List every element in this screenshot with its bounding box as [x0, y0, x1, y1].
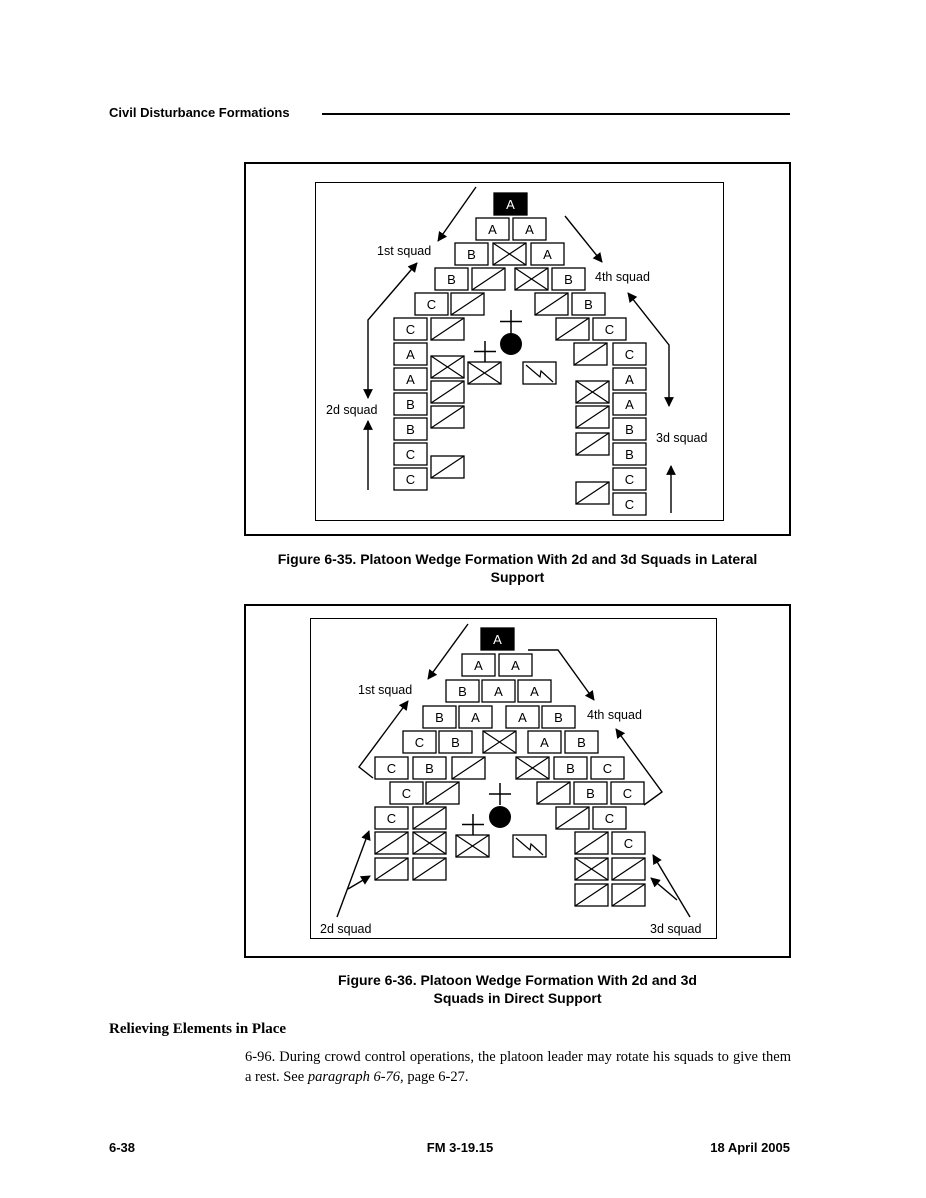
paragraph-6-96: 6-96. During crowd control operations, t…	[245, 1047, 791, 1087]
running-header: Civil Disturbance Formations	[109, 105, 290, 120]
paragraph-text: 6-96. During crowd control operations, t…	[245, 1049, 791, 1085]
footer-manual: FM 3-19.15	[426, 1140, 494, 1155]
section-heading: Relieving Elements in Place	[109, 1021, 287, 1037]
paragraph-text: page 6-27.	[403, 1069, 469, 1085]
footer-date: 18 April 2005	[710, 1140, 790, 1155]
paragraph-reference: paragraph 6-76,	[307, 1069, 404, 1085]
caption-line: Support	[490, 569, 545, 585]
figure-6-36-inner-frame	[310, 618, 717, 939]
header-rule	[322, 113, 790, 115]
figure-6-36-outer-frame	[244, 604, 791, 958]
figure-6-36-caption: Figure 6-36. Platoon Wedge Formation Wit…	[245, 971, 790, 1007]
caption-line: Squads in Direct Support	[433, 990, 602, 1006]
figure-6-35-inner-frame	[315, 182, 724, 521]
figure-6-35-outer-frame	[244, 162, 791, 536]
figure-6-35-caption: Figure 6-35. Platoon Wedge Formation Wit…	[245, 550, 790, 586]
footer-page-number: 6-38	[109, 1140, 136, 1155]
caption-line: Figure 6-35. Platoon Wedge Formation Wit…	[277, 551, 758, 567]
caption-line: Figure 6-36. Platoon Wedge Formation Wit…	[338, 972, 697, 988]
